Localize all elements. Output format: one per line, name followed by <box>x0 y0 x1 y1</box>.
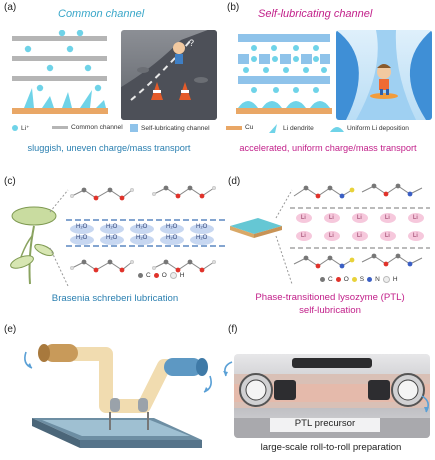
svg-text:?: ? <box>189 38 194 48</box>
water-molecule-layer <box>70 224 214 245</box>
li-labels: Li Li Li Li Li Li Li Li Li Li <box>301 215 418 239</box>
legend-c: C O H <box>138 272 184 279</box>
panel-c-caption: Brasenia schreberi lubrication <box>51 293 179 304</box>
li-dendrite-icon <box>269 124 277 133</box>
legend-uniform-li: Uniform Li deposition <box>330 124 409 132</box>
hydrogen-icon <box>169 272 177 279</box>
roll-to-roll-photo <box>234 354 430 438</box>
legend-self-lub-channel: Self-lubricating channel <box>130 124 210 132</box>
legend-cu: Cu <box>226 124 253 131</box>
common-channel-illustration: ? <box>121 30 217 120</box>
self-lubricating-channel-illustration <box>336 30 432 120</box>
oxygen-icon <box>335 277 341 282</box>
brasenia-molecule-diagram <box>66 185 226 273</box>
legend-d: C O S N H <box>320 276 398 283</box>
legend-common-channel: Common channel <box>52 124 123 131</box>
brasenia-plant-illustration <box>10 206 57 285</box>
self-lub-channel-icon <box>130 124 138 132</box>
panel-d-label: (d) <box>228 176 241 187</box>
self-lubricating-channel-schematic <box>236 34 332 114</box>
oxygen-icon <box>153 273 159 278</box>
nitrogen-icon <box>367 277 373 282</box>
common-channel-schematic <box>12 30 108 114</box>
panel-b-label: (b) <box>227 2 240 13</box>
rotate-arrow-left-icon <box>223 361 233 377</box>
panel-d-caption-line2: self-lubrication <box>299 305 361 316</box>
zoom-lines-c <box>49 189 69 287</box>
roll-to-roll-schematic <box>24 344 212 448</box>
ptl-molecule-diagram <box>290 183 430 269</box>
panel-b-title: Self-lubricating channel <box>258 8 373 20</box>
ptl-film-illustration <box>230 218 282 238</box>
panel-c-label: (c) <box>4 176 16 187</box>
zoom-lines-d <box>275 189 293 285</box>
panel-a-title: Common channel <box>58 8 145 20</box>
panel-e-label: (e) <box>4 324 17 335</box>
li-ion-icon <box>12 125 18 131</box>
panel-f-label: (f) <box>228 324 238 335</box>
carbon-icon <box>320 277 325 282</box>
panel-a-caption: sluggish, uneven charge/mass transport <box>27 143 191 153</box>
uniform-li-icon <box>330 127 344 132</box>
cu-icon <box>226 125 242 130</box>
sulfur-icon <box>351 277 357 282</box>
legend-li-dendrite: Li dendrite <box>268 124 314 133</box>
legend-li-ion: Li⁺ <box>12 124 30 132</box>
carbon-icon <box>138 273 143 278</box>
panel-b-caption: accelerated, uniform charge/mass transpo… <box>239 143 417 153</box>
hydrogen-icon <box>382 276 390 283</box>
common-channel-icon <box>52 126 68 129</box>
panel-f-caption: large-scale roll-to-roll preparation <box>260 442 402 453</box>
ptl-label-backdrop <box>270 418 380 432</box>
panel-d-caption-line1: Phase-transitioned lysozyme (PTL) <box>255 292 405 303</box>
panel-a-label: (a) <box>4 2 17 13</box>
ptl-precursor-label: PTL precursor <box>294 418 356 429</box>
rotate-arrow-right-icon <box>421 395 430 413</box>
